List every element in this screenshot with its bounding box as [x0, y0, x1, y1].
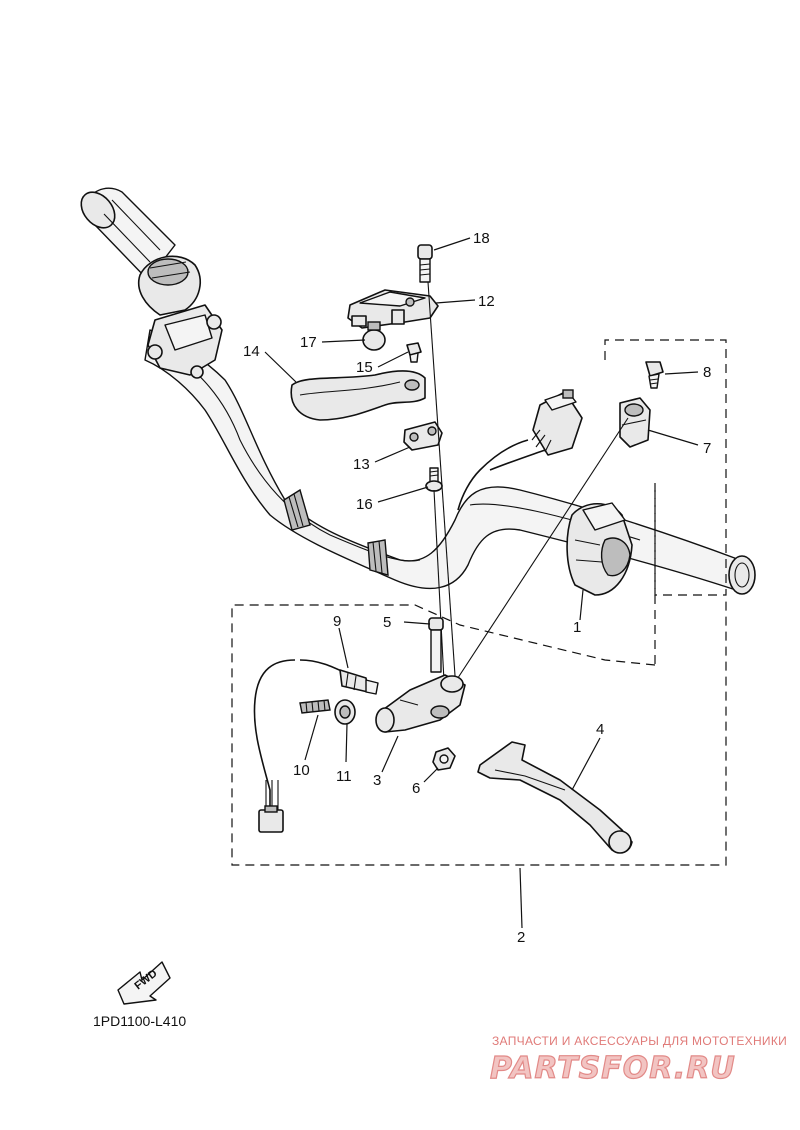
- watermark-logo: ЗАПЧАСТИ И АКСЕССУАРЫ ДЛЯ МОТОТЕХНИКИ PA…: [489, 1034, 787, 1087]
- callout-12: 12: [478, 293, 495, 310]
- diagram-code: 1PD1100-L410: [93, 1013, 186, 1029]
- bracket-12: [347, 289, 439, 329]
- callout-17: 17: [300, 334, 317, 351]
- handlebar-switch-1: [566, 502, 633, 596]
- bolt-5: [428, 617, 444, 673]
- callout-3: 3: [373, 772, 381, 789]
- callout-1: 1: [573, 619, 581, 636]
- switch-enclosure-outline: [231, 339, 727, 866]
- callout-6: 6: [412, 780, 420, 797]
- callout-15: 15: [356, 359, 373, 376]
- knob-17: [362, 321, 386, 351]
- switch-connector: [457, 389, 583, 511]
- left-switch-housing: [138, 255, 223, 379]
- callout-13: 13: [353, 456, 370, 473]
- screw-8: [645, 361, 664, 389]
- screw-10: [299, 699, 331, 714]
- callout-7: 7: [703, 440, 711, 457]
- callout-10: 10: [293, 762, 310, 779]
- watermark-tagline: ЗАПЧАСТИ И АКСЕССУАРЫ ДЛЯ МОТОТЕХНИКИ: [492, 1034, 787, 1048]
- switch-clamp-7: [619, 397, 651, 448]
- callout-8: 8: [703, 364, 711, 381]
- callout-18: 18: [473, 230, 490, 247]
- nut-6: [432, 747, 456, 771]
- lever-holder-3: [375, 674, 466, 733]
- leader-lines: [264, 237, 699, 929]
- callout-5: 5: [383, 614, 391, 631]
- nut-15: [406, 342, 422, 363]
- forward-arrow-icon: FWD: [117, 961, 171, 1005]
- callout-16: 16: [356, 496, 373, 513]
- lever-4: [477, 741, 633, 854]
- screw-16: [425, 467, 443, 492]
- watermark-brand: PARTSFOR.RU: [490, 1051, 736, 1086]
- connector: [258, 780, 284, 833]
- switch-cable-9: [253, 659, 379, 810]
- callout-2: 2: [517, 929, 525, 946]
- adjuster-11: [334, 699, 356, 725]
- callout-labels: 18 12 17 15 14 13 16 8 7 1 5 9 10 11 3 6…: [243, 230, 711, 946]
- bolt-18: [417, 244, 433, 283]
- callout-11: 11: [336, 768, 352, 785]
- callout-14: 14: [243, 343, 260, 360]
- callout-4: 4: [596, 721, 604, 738]
- callout-9: 9: [333, 613, 341, 630]
- lever-14: [290, 370, 426, 421]
- handlebar: [144, 329, 756, 595]
- left-grip: [80, 187, 176, 281]
- plate-13: [403, 421, 443, 451]
